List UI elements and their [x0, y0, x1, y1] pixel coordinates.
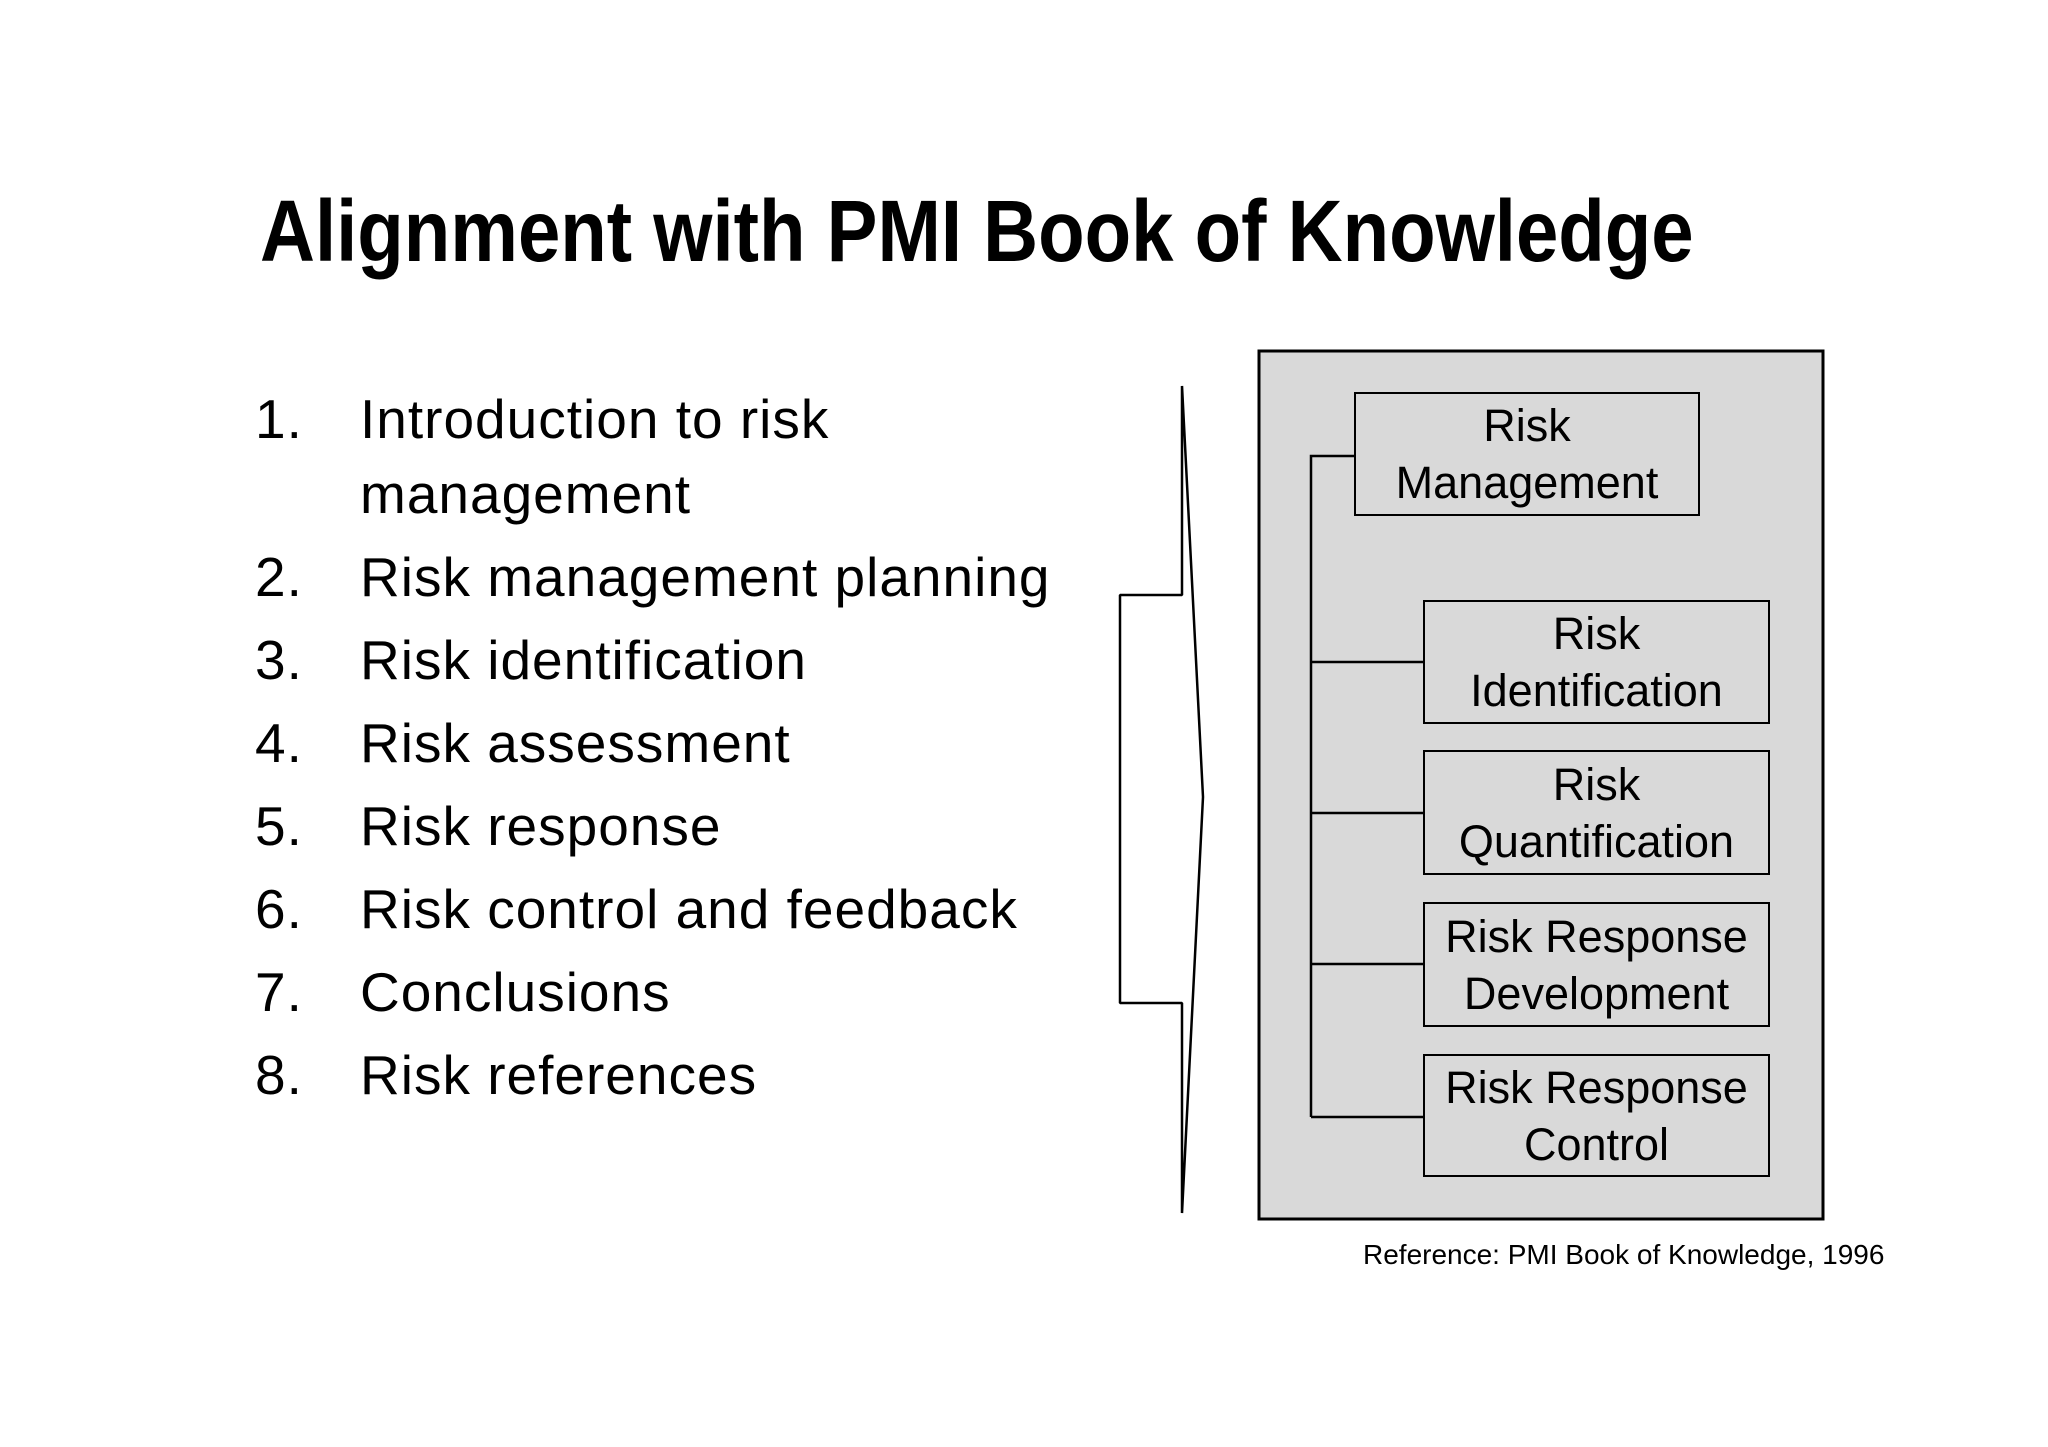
diagram-box-risk-response-development: Risk Response Development [1423, 902, 1770, 1027]
list-item-number: 6. [255, 878, 303, 940]
list-item: 2. Risk management planning [255, 540, 1110, 615]
page-title: Alignment with PMI Book of Knowledge [260, 183, 1694, 280]
list-item: 8. Risk references [255, 1038, 1110, 1113]
diagram-box-label: Risk Response Control [1445, 1061, 1748, 1170]
connector-lines [1309, 454, 1423, 1119]
list-item-number: 5. [255, 795, 303, 857]
list-item-text: Introduction to risk management [360, 388, 830, 525]
list-item-number: 1. [255, 388, 303, 450]
list-item-text: Risk assessment [360, 712, 791, 774]
agenda-list: 1. Introduction to risk management 2. Ri… [255, 382, 1110, 1121]
diagram-box-label: Risk Response Development [1445, 910, 1748, 1019]
list-item: 5. Risk response [255, 789, 1110, 864]
list-item-number: 3. [255, 629, 303, 691]
diagram-box-risk-identification: Risk Identification [1423, 600, 1770, 724]
list-item: 7. Conclusions [255, 955, 1110, 1030]
list-item-text: Risk references [360, 1044, 758, 1106]
brace-arrow-shape [1118, 385, 1205, 1214]
list-item: 3. Risk identification [255, 623, 1110, 698]
list-item-text: Risk management planning [360, 546, 1051, 608]
list-item: 6. Risk control and feedback [255, 872, 1110, 947]
list-item-number: 2. [255, 546, 303, 608]
list-item-number: 7. [255, 961, 303, 1023]
list-item-number: 4. [255, 712, 303, 774]
reference-caption: Reference: PMI Book of Knowledge, 1996 [1363, 1239, 1885, 1270]
diagram-box-label: Risk Identification [1470, 608, 1723, 716]
list-item: 4. Risk assessment [255, 706, 1110, 781]
diagram-box-risk-quantification: Risk Quantification [1423, 750, 1770, 875]
diagram-box-label: Risk Quantification [1458, 758, 1735, 867]
diagram-box-risk-response-control: Risk Response Control [1423, 1054, 1770, 1177]
list-item-text: Risk control and feedback [360, 878, 1018, 940]
list-item-text: Risk identification [360, 629, 807, 691]
list-item-text: Conclusions [360, 961, 671, 1023]
diagram-box-label: Risk Management [1395, 400, 1659, 508]
list-item-number: 8. [255, 1044, 303, 1106]
diagram-box-risk-management: Risk Management [1354, 392, 1700, 516]
list-item: 1. Introduction to risk management [255, 382, 1110, 532]
list-item-text: Risk response [360, 795, 722, 857]
